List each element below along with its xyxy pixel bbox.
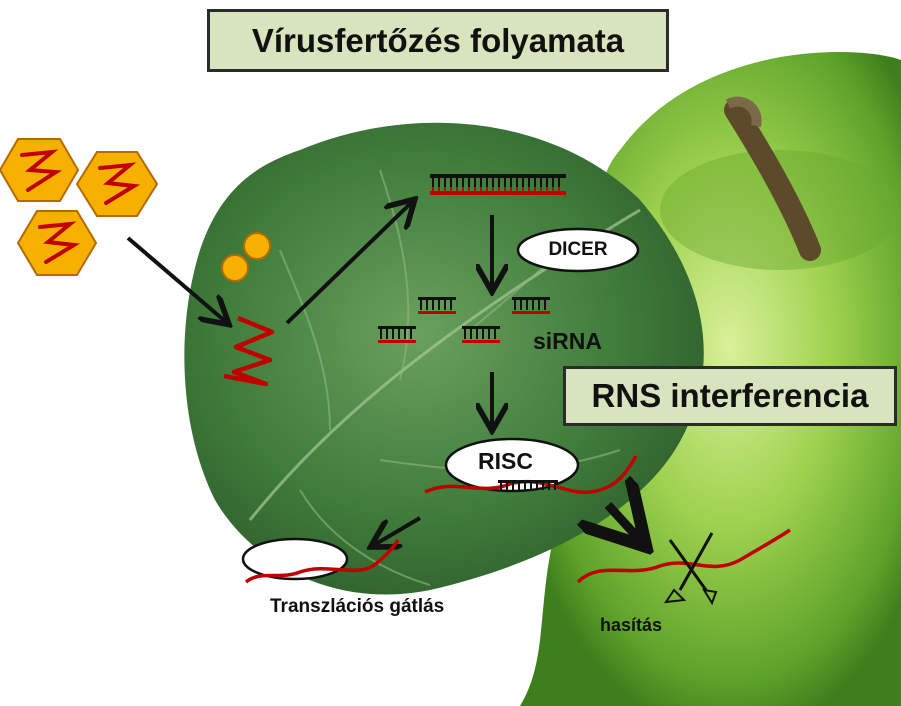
virus-particle-1 [0, 138, 80, 202]
virus-particle-3 [16, 210, 98, 276]
viral-rna [223, 315, 275, 387]
sirna-fragment [462, 326, 500, 343]
arrow-replication [285, 202, 412, 325]
arrow-virus-entry [126, 236, 226, 322]
risc-complex [444, 437, 580, 493]
sirna-label: siRNA [533, 328, 603, 354]
translation-block-label: Transzlációs gátlás [270, 596, 445, 617]
cleaved-mrna [576, 528, 791, 584]
virus-particle-2 [75, 151, 159, 217]
coat-protein-dot [243, 232, 271, 260]
rns-interference-title: RNS interferencia [563, 366, 897, 426]
risc-sirna-guide [498, 480, 558, 490]
arrow-cleavage [608, 505, 640, 540]
sirna-fragment [378, 326, 416, 343]
sirna-fragment [512, 297, 550, 314]
risc-label: RISC [478, 448, 533, 474]
scissors-icon [663, 532, 718, 606]
cleavage-label: hasítás [600, 615, 663, 635]
coat-protein-dot [221, 254, 249, 282]
dicer-label: DICER [548, 239, 608, 260]
page-title: Vírusfertőzés folyamata [207, 9, 669, 72]
dicer-enzyme [516, 227, 640, 273]
sirna-fragment [418, 297, 456, 314]
arrow-translation-block [374, 516, 422, 545]
blocked-mrna [244, 539, 400, 584]
dsrna [430, 174, 566, 195]
